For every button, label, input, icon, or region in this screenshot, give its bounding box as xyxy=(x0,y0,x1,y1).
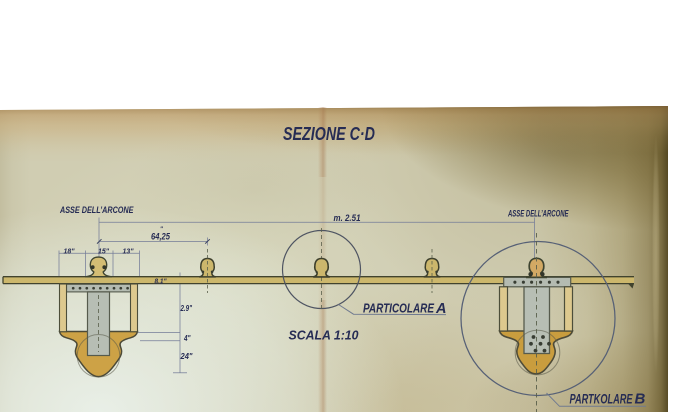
svg-text:18": 18" xyxy=(64,248,76,255)
svg-text:m. 2.51: m. 2.51 xyxy=(334,213,361,223)
svg-text:A: A xyxy=(435,301,446,317)
svg-text:4": 4" xyxy=(183,334,190,343)
svg-text:SEZIONE C·D: SEZIONE C·D xyxy=(283,124,375,144)
svg-text:15": 15" xyxy=(98,248,110,255)
svg-text:2.9": 2.9" xyxy=(180,304,192,313)
svg-text:13": 13" xyxy=(123,248,135,255)
svg-text:PARTICOLARE: PARTICOLARE xyxy=(363,301,434,316)
svg-text:8.1": 8.1" xyxy=(155,279,168,286)
svg-text:SCALA 1:10: SCALA 1:10 xyxy=(289,328,360,343)
svg-text:B: B xyxy=(635,391,646,408)
svg-text:PARTKOLARE: PARTKOLARE xyxy=(570,391,634,406)
svg-text:ASSE DELL’ARCONE: ASSE DELL’ARCONE xyxy=(59,205,134,215)
svg-text:24": 24" xyxy=(180,352,193,361)
svg-text:": " xyxy=(160,227,163,233)
svg-text:64,25: 64,25 xyxy=(151,232,171,243)
svg-text:ASSE DELL’ARCONE: ASSE DELL’ARCONE xyxy=(507,209,569,219)
